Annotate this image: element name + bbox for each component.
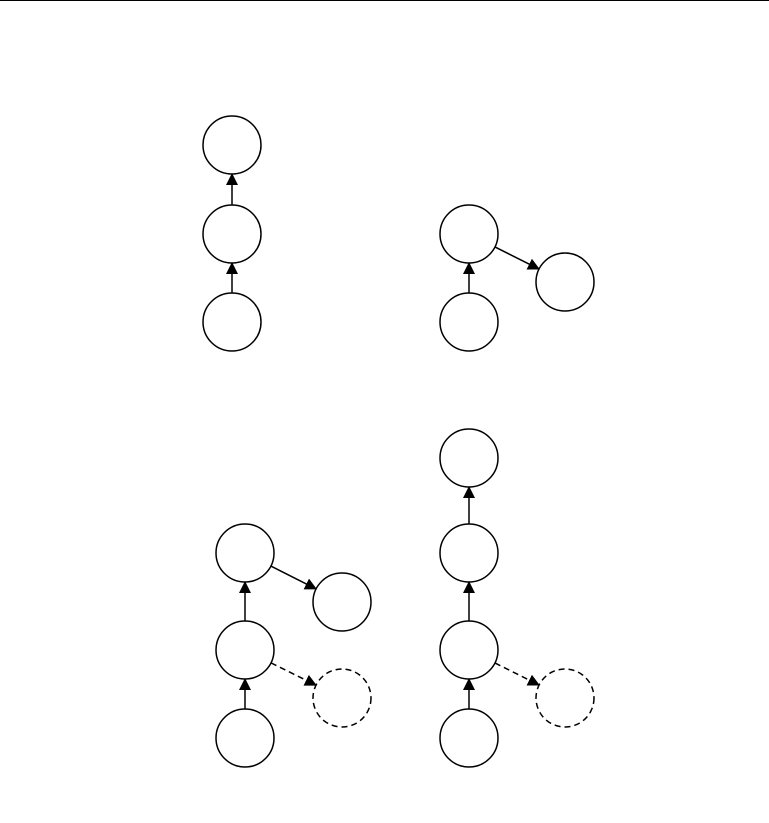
- edge-c3-to-c4: [270, 662, 317, 686]
- node-d2: [439, 523, 499, 583]
- node-a1: [202, 115, 262, 175]
- node-d3: [439, 620, 499, 680]
- node-b1: [439, 204, 499, 264]
- edge-c1-to-c2: [270, 565, 318, 590]
- node-d1: [439, 428, 499, 488]
- node-c4: [312, 668, 372, 728]
- node-c3: [215, 620, 275, 680]
- node-a3: [202, 292, 262, 352]
- node-b3: [439, 292, 499, 352]
- edge-b1-to-b2: [494, 246, 540, 270]
- node-c2: [312, 572, 372, 632]
- node-c1: [215, 523, 275, 583]
- node-d5: [439, 708, 499, 768]
- node-d4: [535, 668, 595, 728]
- node-c5: [215, 708, 275, 768]
- node-a2: [202, 204, 262, 264]
- edge-d3-to-d4: [494, 662, 540, 686]
- node-b2: [535, 252, 595, 312]
- top-rule: [0, 0, 769, 1]
